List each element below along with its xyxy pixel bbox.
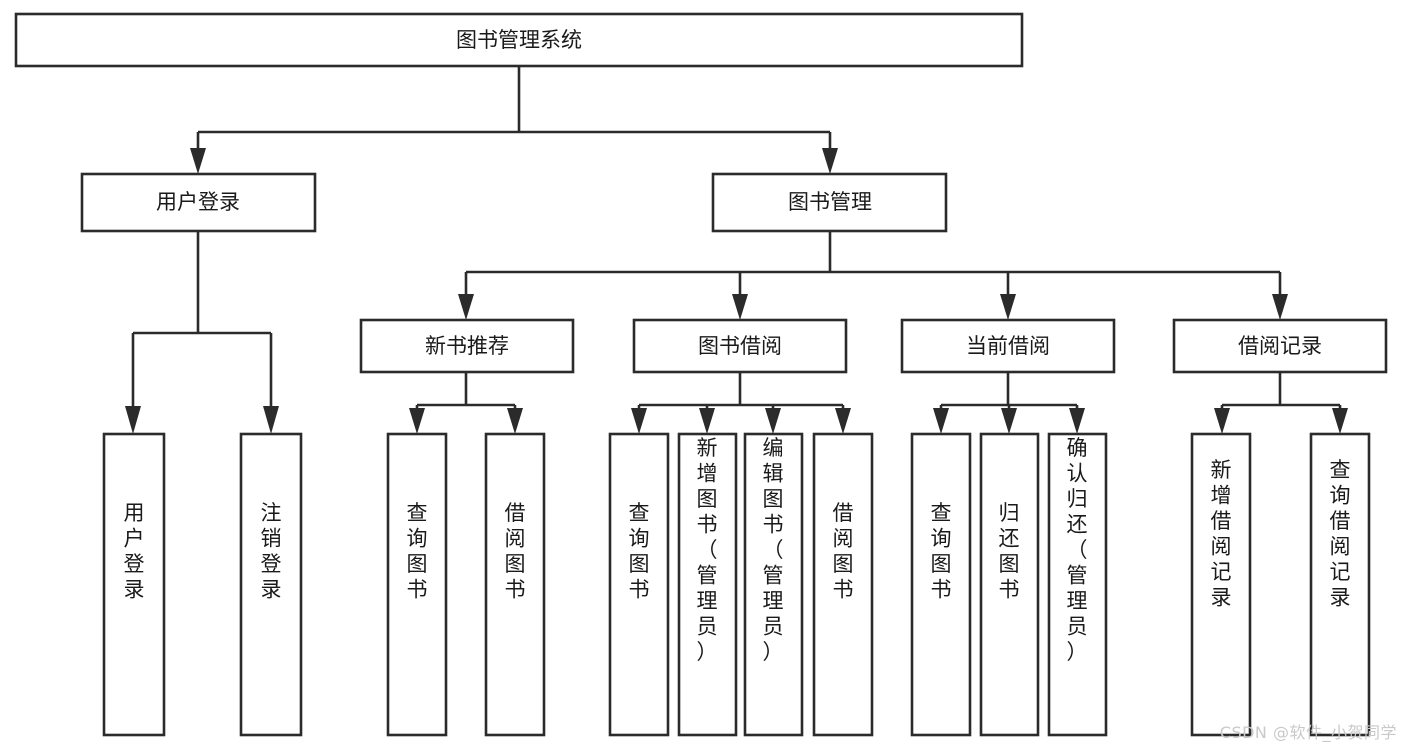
node-borrow-label: 图书借阅 — [698, 334, 782, 358]
node-leaf1-label: 用户登录 — [124, 501, 145, 602]
node-leaf10-label: 归还图书 — [999, 501, 1020, 602]
node-leaf6[interactable]: 新增图书（管理员） — [677, 432, 738, 737]
node-newbook-box[interactable] — [359, 318, 575, 374]
arrow-head-to-leaf5 — [631, 408, 647, 434]
arrow-head-to-leaf2 — [263, 406, 279, 434]
node-current[interactable]: 当前借阅 — [900, 318, 1116, 374]
node-record-box[interactable] — [1172, 318, 1388, 374]
node-borrow-box[interactable] — [632, 318, 848, 374]
node-leaf3[interactable]: 查询图书 — [386, 432, 448, 737]
node-login-label: 用户登录 — [156, 190, 240, 214]
node-leaf6-label: 新增图书（管理员） — [697, 436, 718, 664]
node-leaf2[interactable]: 注销登录 — [239, 432, 303, 737]
arrow-head-to-leaf4 — [507, 408, 523, 434]
node-leaf13[interactable]: 查询借阅记录 — [1309, 432, 1371, 737]
arrow-head-to-leaf1 — [125, 406, 141, 434]
node-leaf12-box[interactable] — [1190, 432, 1252, 737]
node-leaf11[interactable]: 确认归还（管理员） — [1047, 432, 1108, 737]
arrow-head-to-leaf12 — [1214, 408, 1230, 434]
node-leaf11-label: 确认归还（管理员） — [1067, 436, 1088, 664]
node-root-box[interactable] — [14, 12, 1024, 68]
node-record[interactable]: 借阅记录 — [1172, 318, 1388, 374]
node-leaf4-label: 借阅图书 — [505, 501, 526, 602]
connector-layer — [125, 66, 1348, 434]
node-leaf11-box[interactable] — [1047, 432, 1108, 737]
arrow-head-to-leaf7 — [765, 408, 781, 434]
node-leaf9-box[interactable] — [910, 432, 972, 737]
node-leaf8-label: 借阅图书 — [833, 501, 854, 602]
node-borrow[interactable]: 图书借阅 — [632, 318, 848, 374]
csdn-watermark: CSDN @软件_小贺同学 — [1219, 723, 1397, 742]
node-current-box[interactable] — [900, 318, 1116, 374]
node-leaf8[interactable]: 借阅图书 — [812, 432, 874, 737]
node-leaf1[interactable]: 用户登录 — [102, 432, 166, 737]
node-leaf3-box[interactable] — [386, 432, 448, 737]
node-leaf4[interactable]: 借阅图书 — [484, 432, 546, 737]
arrow-head-to-bookmgmt — [822, 148, 838, 174]
arrow-head-to-newbook — [458, 294, 474, 320]
node-leaf12[interactable]: 新增借阅记录 — [1190, 432, 1252, 737]
node-root-label: 图书管理系统 — [456, 28, 582, 52]
node-leaf12-label: 新增借阅记录 — [1211, 458, 1232, 610]
arrow-head-to-leaf8 — [835, 408, 851, 434]
arrow-head-to-leaf9 — [933, 408, 949, 434]
node-leaf10[interactable]: 归还图书 — [979, 432, 1040, 737]
arrow-head-to-leaf13 — [1332, 408, 1348, 434]
node-bookmgmt[interactable]: 图书管理 — [711, 172, 948, 233]
node-leaf5-label: 查询图书 — [629, 501, 650, 602]
node-login-box[interactable] — [80, 172, 317, 233]
arrow-head-to-login — [190, 148, 206, 174]
arrow-head-to-leaf6 — [699, 408, 715, 434]
arrow-head-to-current — [1000, 294, 1016, 320]
node-leaf6-box[interactable] — [677, 432, 738, 737]
arrow-head-to-record — [1272, 294, 1288, 320]
node-leaf13-label: 查询借阅记录 — [1330, 458, 1351, 610]
node-leaf3-label: 查询图书 — [407, 501, 428, 602]
node-leaf1-box[interactable] — [102, 432, 166, 737]
node-leaf5[interactable]: 查询图书 — [608, 432, 670, 737]
arrow-head-to-leaf10 — [1001, 408, 1017, 434]
node-leaf13-box[interactable] — [1309, 432, 1371, 737]
node-leaf7-label: 编辑图书（管理员） — [763, 436, 784, 664]
arrow-head-to-leaf3 — [409, 408, 425, 434]
node-leaf9-label: 查询图书 — [931, 501, 952, 602]
arrow-head-to-borrow — [732, 294, 748, 320]
arrow-head-to-leaf11 — [1069, 408, 1085, 434]
node-bookmgmt-label: 图书管理 — [788, 190, 872, 214]
node-newbook-label: 新书推荐 — [425, 334, 509, 358]
node-bookmgmt-box[interactable] — [711, 172, 948, 233]
node-current-label: 当前借阅 — [966, 334, 1050, 358]
node-leaf7[interactable]: 编辑图书（管理员） — [743, 432, 804, 737]
node-leaf8-box[interactable] — [812, 432, 874, 737]
node-leaf10-box[interactable] — [979, 432, 1040, 737]
node-leaf9[interactable]: 查询图书 — [910, 432, 972, 737]
node-leaf2-box[interactable] — [239, 432, 303, 737]
node-leaf5-box[interactable] — [608, 432, 670, 737]
node-leaf2-label: 注销登录 — [261, 501, 282, 602]
node-leaf4-box[interactable] — [484, 432, 546, 737]
node-record-label: 借阅记录 — [1238, 334, 1322, 358]
node-leaf7-box[interactable] — [743, 432, 804, 737]
node-root[interactable]: 图书管理系统 — [14, 12, 1024, 68]
node-login[interactable]: 用户登录 — [80, 172, 317, 233]
node-newbook[interactable]: 新书推荐 — [359, 318, 575, 374]
